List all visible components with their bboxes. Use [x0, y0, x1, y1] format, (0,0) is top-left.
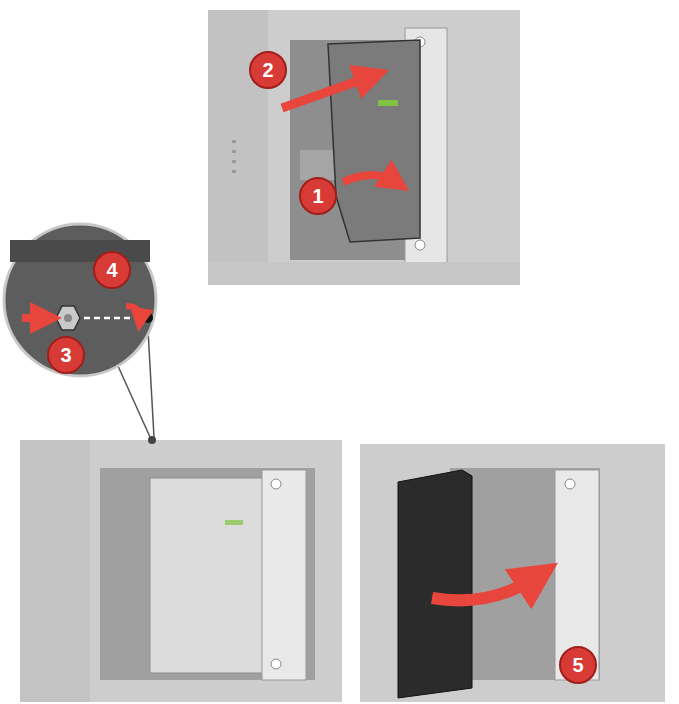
- printer-closed-view: [20, 436, 342, 702]
- callout-circle: [300, 178, 336, 214]
- printer-top-view: [208, 10, 520, 285]
- callout-number: 2: [251, 53, 285, 87]
- callout-circle: [48, 337, 84, 373]
- callout-number: 4: [95, 253, 129, 287]
- callout-number: 1: [301, 179, 335, 213]
- callout-circle: [250, 52, 286, 88]
- callout-circle: [94, 252, 130, 288]
- callout-number: 3: [49, 338, 83, 372]
- printer-door-view: [360, 444, 665, 702]
- callout-number: 5: [561, 648, 595, 682]
- callout-circle: [560, 647, 596, 683]
- screw-detail-zoom: [4, 224, 156, 437]
